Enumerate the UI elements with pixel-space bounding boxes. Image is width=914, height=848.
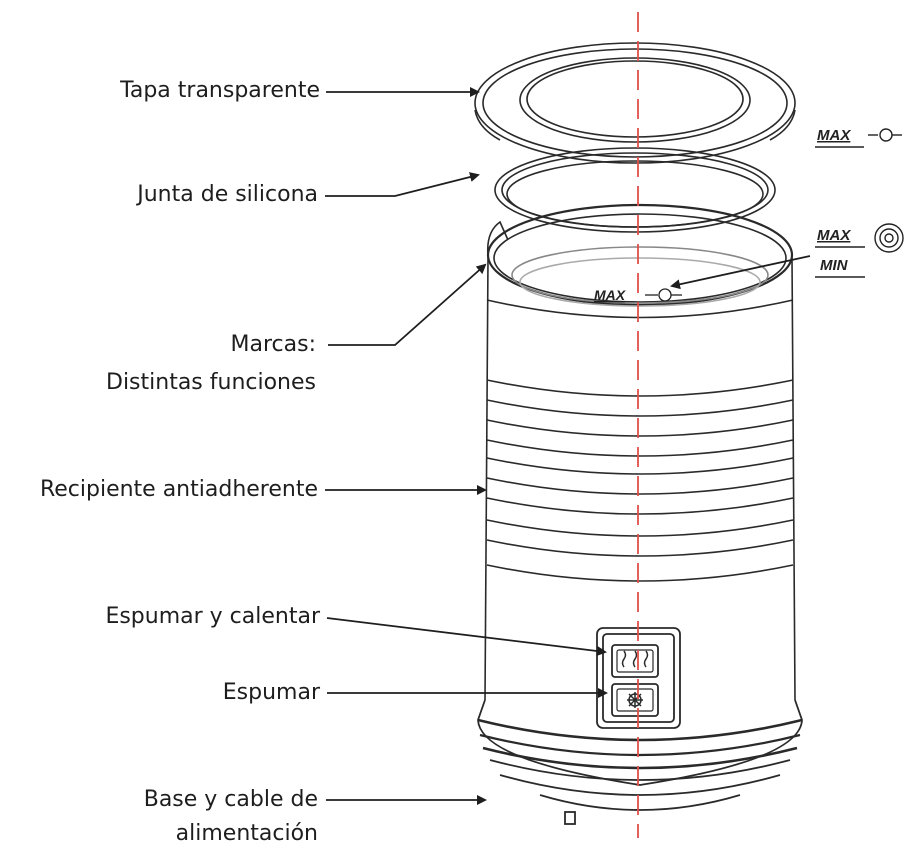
leader-max-min [670, 255, 811, 290]
legend-min: MIN [820, 257, 849, 274]
inner-max-text: MAX [594, 287, 627, 303]
label-froth-heat: Espumar y calentar [105, 604, 320, 629]
heat-froth-button[interactable] [611, 644, 659, 678]
inner-max-mark: MAX [594, 287, 682, 303]
legend-max-1: MAX [817, 127, 851, 144]
froth-icon [627, 692, 643, 708]
heat-froth-icon [621, 650, 649, 668]
max-whisk-legend: MAX [815, 127, 902, 148]
legend-max-2: MAX [817, 227, 851, 244]
label-froth: Espumar [222, 680, 320, 705]
base [477, 699, 803, 825]
jug [484, 203, 796, 701]
whisk-icon [868, 128, 902, 142]
foam-icon [874, 223, 904, 253]
lid [474, 42, 796, 164]
label-marks-1: Marcas: [230, 332, 316, 357]
label-lid: Tapa transparente [120, 78, 320, 103]
gasket [494, 147, 776, 233]
label-jug: Recipiente antiadherente [39, 477, 318, 502]
label-base-2: alimentación [175, 821, 318, 846]
leader-marks [328, 263, 487, 346]
froth-button[interactable] [611, 683, 659, 717]
label-marks-2: Distintas funciones [106, 370, 316, 395]
leader-lines [325, 87, 811, 805]
label-gasket: Junta de silicona [137, 182, 318, 207]
whisk-icon [645, 288, 682, 302]
leader-froth-heat [326, 617, 607, 656]
max-min-foam-legend: MAX MIN [815, 223, 904, 278]
leader-gasket [325, 172, 480, 197]
label-base-1: Base y cable de [143, 787, 318, 812]
